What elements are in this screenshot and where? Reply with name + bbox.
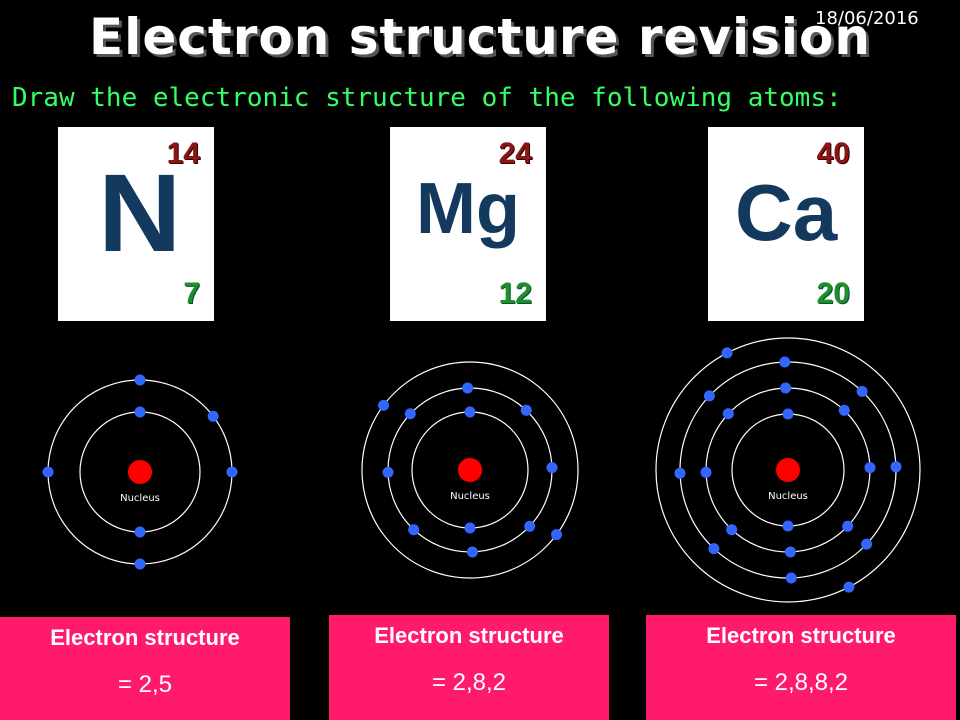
electron xyxy=(43,467,54,478)
nucleus-label: Nucleus xyxy=(450,491,490,502)
electron xyxy=(675,468,686,479)
electron xyxy=(722,347,733,358)
electron xyxy=(891,461,902,472)
electron xyxy=(465,407,476,418)
answer-value: = 2,8,2 xyxy=(329,669,609,697)
electron xyxy=(843,582,854,593)
nucleus-label: Nucleus xyxy=(768,491,808,502)
nucleus xyxy=(458,458,482,482)
electron xyxy=(465,523,476,534)
electron xyxy=(780,383,791,394)
electron xyxy=(779,357,790,368)
electron xyxy=(467,547,478,558)
electron xyxy=(839,405,850,416)
electron xyxy=(521,405,532,416)
electron xyxy=(227,467,238,478)
electron xyxy=(785,547,796,558)
electron xyxy=(135,527,146,538)
electron xyxy=(135,559,146,570)
electron xyxy=(135,375,146,386)
answer-heading: Electron structure xyxy=(0,625,290,651)
electron xyxy=(708,543,719,554)
electron xyxy=(704,390,715,401)
electron xyxy=(723,408,734,419)
electron xyxy=(861,539,872,550)
electron xyxy=(462,383,473,394)
electron xyxy=(857,386,868,397)
nucleus xyxy=(128,460,152,484)
atom-diagram-n: Nucleus xyxy=(43,375,238,570)
answer-box-magnesium: Electron structure = 2,8,2 xyxy=(329,615,609,720)
electron xyxy=(551,529,562,540)
atom-diagram-mg: Nucleus xyxy=(362,362,578,578)
answer-value: = 2,8,8,2 xyxy=(646,669,956,697)
electron xyxy=(842,521,853,532)
nucleus xyxy=(776,458,800,482)
electron xyxy=(701,467,712,478)
electron xyxy=(408,524,419,535)
electron xyxy=(783,409,794,420)
electron xyxy=(135,407,146,418)
answer-heading: Electron structure xyxy=(646,623,956,649)
answer-heading: Electron structure xyxy=(329,623,609,649)
nucleus-label: Nucleus xyxy=(120,493,160,504)
electron xyxy=(865,462,876,473)
electron xyxy=(786,573,797,584)
electron xyxy=(726,524,737,535)
answer-box-calcium: Electron structure = 2,8,8,2 xyxy=(646,615,956,720)
answer-box-nitrogen: Electron structure = 2,5 xyxy=(0,617,290,720)
atom-diagram-ca: Nucleus xyxy=(656,338,920,602)
electron xyxy=(405,408,416,419)
electron xyxy=(524,521,535,532)
electron xyxy=(783,521,794,532)
electron xyxy=(208,411,219,422)
answer-value: = 2,5 xyxy=(0,671,290,699)
electron xyxy=(378,400,389,411)
electron xyxy=(547,462,558,473)
electron xyxy=(383,467,394,478)
